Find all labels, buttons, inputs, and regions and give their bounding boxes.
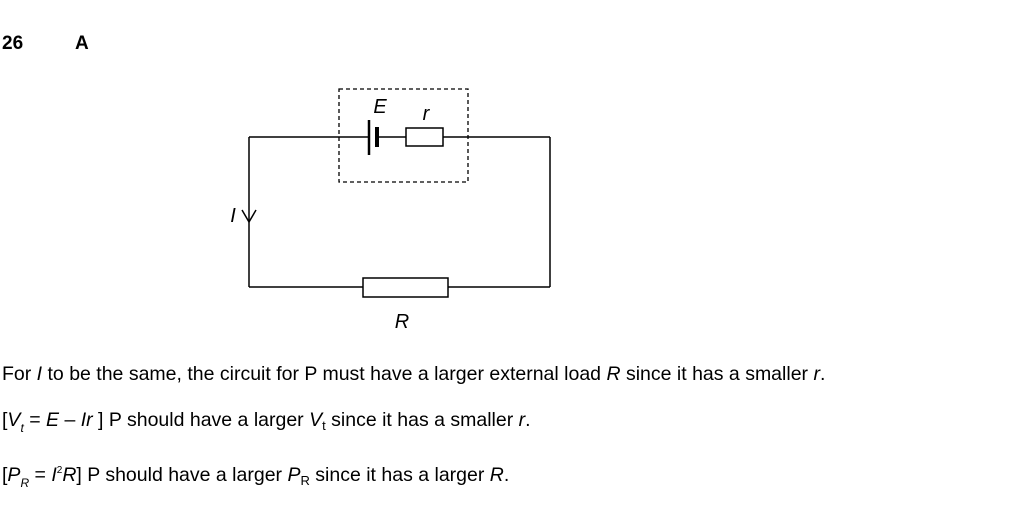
equation-power: [PR = I2R]	[2, 464, 82, 490]
load-resistor	[362, 277, 449, 298]
explanation-line-2: [Vt = E – Ir ] P should have a larger Vt…	[2, 409, 531, 435]
circuit-diagram: E r I R	[230, 88, 551, 333]
label-emf: E	[373, 96, 387, 118]
dashed-enclosure	[338, 88, 469, 183]
current-arrow	[241, 209, 257, 224]
explanation-line-3: [PR = I2R] P should have a larger PR sin…	[2, 464, 510, 490]
internal-resistor	[405, 127, 444, 147]
question-number: 26	[2, 33, 24, 54]
label-internal-resistance: r	[423, 103, 431, 125]
explanation-line-1: For I to be the same, the circuit for P …	[2, 363, 826, 385]
label-load: R	[395, 311, 409, 333]
equation-vt: [Vt = E – Ir ]	[2, 409, 104, 435]
label-current: I	[230, 205, 236, 227]
answer-letter: A	[75, 33, 89, 54]
